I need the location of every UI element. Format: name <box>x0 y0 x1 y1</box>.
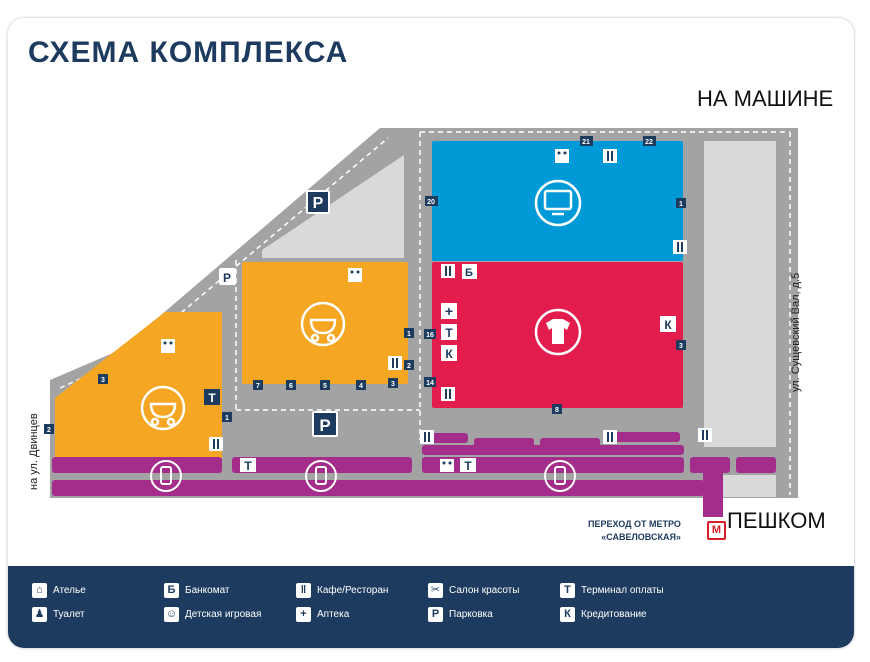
svg-text:2: 2 <box>407 363 411 370</box>
entrance-number: 21 22 20 1 1 2 16 14 3 8 7 6 5 4 3 3 2 1 <box>44 136 686 434</box>
building-orange-left <box>55 312 222 458</box>
credit-icon: К <box>560 607 575 622</box>
svg-text:1: 1 <box>407 331 411 338</box>
restroom-icon <box>161 149 569 472</box>
metro-caption-line1: ПЕРЕХОД ОТ МЕТРО <box>588 519 681 529</box>
cafe-icon <box>209 149 712 451</box>
legend-label: Туалет <box>53 609 85 620</box>
parking-area-top <box>262 155 404 258</box>
legend-label: Салон красоты <box>449 585 520 596</box>
phone-icon <box>150 460 576 492</box>
parking-icon: P <box>428 607 443 622</box>
svg-text:T: T <box>208 391 216 405</box>
legend-label: Аптека <box>317 609 350 620</box>
gallery-row-1b <box>232 457 412 473</box>
cafe-icon: ‖ <box>296 583 311 598</box>
gallery-row-1c <box>422 457 684 473</box>
svg-text:20: 20 <box>427 199 435 206</box>
svg-text:22: 22 <box>645 139 653 146</box>
by-car-label: НА МАШИНЕ <box>697 86 834 111</box>
clothing-icon <box>534 308 582 356</box>
legend-item: К Кредитование <box>560 607 647 622</box>
svg-text:3: 3 <box>101 377 105 384</box>
svg-text:+: + <box>445 303 453 319</box>
legend-item: ‖ Кафе/Ресторан <box>296 583 388 598</box>
svg-text:T: T <box>464 459 472 473</box>
building-blue <box>432 141 683 261</box>
svg-text:21: 21 <box>582 139 590 146</box>
atm-icon: Б <box>164 583 179 598</box>
legend-label: Терминал оплаты <box>581 585 664 596</box>
legend-item: ⌂ Ателье <box>32 583 86 598</box>
gallery-row-2 <box>52 480 704 496</box>
on-foot-label: ПЕШКОМ <box>727 508 826 533</box>
legend-label: Ателье <box>53 585 86 596</box>
gallery-upper-4 <box>606 432 680 442</box>
parking-icon: P <box>306 190 330 214</box>
page-title: СХЕМА КОМПЛЕКСА <box>28 36 349 69</box>
legend-item: T Терминал оплаты <box>560 583 664 598</box>
gallery-row-1d <box>690 457 730 473</box>
svg-text:2: 2 <box>47 427 51 434</box>
parking-icon: P <box>312 411 338 437</box>
svg-text:5: 5 <box>323 383 327 390</box>
legend-item: + Аптека <box>296 607 349 622</box>
street-right-label: ул. Сущевский Вал, д.5 <box>790 272 802 392</box>
legend-item: P Парковка <box>428 607 493 622</box>
legend-item: ♟ Туалет <box>32 607 85 622</box>
svg-text:К: К <box>445 347 453 361</box>
metro-passage <box>703 473 723 517</box>
legend-label: Парковка <box>449 609 493 620</box>
svg-text:P: P <box>313 195 324 212</box>
svg-text:T: T <box>244 459 252 473</box>
svg-text:7: 7 <box>256 383 260 390</box>
svg-text:1: 1 <box>679 201 683 208</box>
legend-label: Кредитование <box>581 609 647 620</box>
pharmacy-icon: + <box>296 607 311 622</box>
legend-label: Детская игровая <box>185 609 262 620</box>
legend: ⌂ Ателье ♟ Туалет Б Банкомат ☺ Детская и… <box>8 566 854 648</box>
legend-label: Банкомат <box>185 585 230 596</box>
beauty-icon: ✂ <box>428 583 443 598</box>
svg-text:T: T <box>445 326 453 340</box>
legend-item: ✂ Салон красоты <box>428 583 519 598</box>
legend-label: Кафе/Ресторан <box>317 585 389 596</box>
pharmacy-icon: + <box>441 303 457 319</box>
electronics-icon <box>534 179 582 227</box>
svg-text:3: 3 <box>391 381 395 388</box>
svg-text:Б: Б <box>465 267 473 279</box>
restroom-icon: ♟ <box>32 607 47 622</box>
legend-item: Б Банкомат <box>164 583 230 598</box>
metro-caption: ПЕРЕХОД ОТ МЕТРО «САВЕЛОВСКАЯ» <box>588 518 681 544</box>
terminal-icon: T T T T <box>204 324 476 473</box>
parking-area-right <box>704 141 776 447</box>
metro-caption-line2: «САВЕЛОВСКАЯ» <box>601 532 681 542</box>
svg-text:3: 3 <box>679 343 683 350</box>
hanger-icon: ⌂ <box>32 583 47 598</box>
street-left-label: на ул. Двинцев <box>28 413 40 490</box>
legend-item: ☺ Детская игровая <box>164 607 261 622</box>
svg-text:4: 4 <box>359 383 363 390</box>
svg-text:6: 6 <box>289 383 293 390</box>
parking-icon: P <box>219 268 236 285</box>
gallery-row-mid <box>422 445 684 455</box>
credit-icon: К К <box>441 316 676 361</box>
svg-text:P: P <box>223 271 231 285</box>
svg-text:14: 14 <box>426 380 434 387</box>
svg-text:8: 8 <box>555 407 559 414</box>
metro-icon: М <box>707 521 726 540</box>
svg-text:16: 16 <box>426 332 434 339</box>
kids-icon <box>140 301 346 431</box>
playroom-icon: ☺ <box>164 607 179 622</box>
building-orange-middle <box>242 262 408 384</box>
svg-text:P: P <box>319 416 330 435</box>
gallery-row-1 <box>52 457 222 473</box>
atm-icon: Б <box>462 264 477 279</box>
svg-text:1: 1 <box>225 415 229 422</box>
terminal-icon: T <box>560 583 575 598</box>
svg-text:К: К <box>664 318 672 332</box>
gallery-row-1e <box>736 457 776 473</box>
